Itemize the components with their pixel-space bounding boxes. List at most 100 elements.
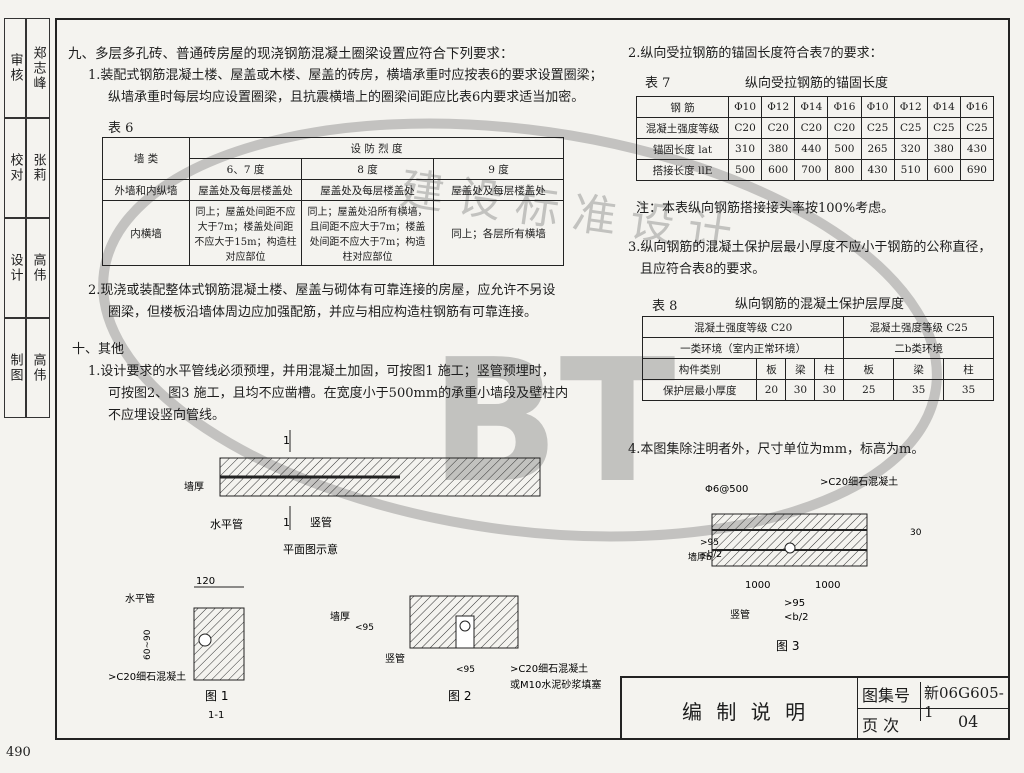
table6-header-wall: 墙 类 [102, 137, 190, 180]
fig1-sub: 1-1 [208, 710, 224, 721]
table8-title: 纵向钢筋的混凝土保护层厚度 [735, 297, 905, 312]
table7-title: 纵向受拉钢筋的锚固长度 [745, 76, 889, 91]
page-label: 页 次 [862, 716, 900, 735]
fig3-vertical-pipe: 竖管 [730, 608, 750, 621]
table7-cell: 690 [959, 159, 995, 181]
table6-cell: 屋盖处及每层楼盖处 [301, 179, 434, 201]
table7-header: Φ16 [959, 96, 995, 118]
table7-cell: 搭接长度 llE [636, 159, 729, 181]
atlas-value: 新06G605-1 [920, 682, 1008, 721]
stamp-name: 高伟 [26, 318, 50, 418]
stamp-label: 校对 [4, 118, 26, 218]
side-stamp: 审核 郑志峰 校对 张莉 设计 高伟 制图 高伟 [4, 18, 54, 418]
table6-cell: 同上；各层所有横墙 [433, 200, 564, 266]
table7-cell: 700 [794, 159, 829, 181]
page-value: 04 [958, 712, 979, 731]
table7-cell: 265 [860, 138, 895, 160]
fig3-dim-b2: <b/2 [784, 612, 808, 623]
figure-2: <95 墙厚 竖管 <95 >C20细石混凝土 或M10水泥砂浆填塞 图 2 [330, 595, 601, 703]
section-mark: 1 [283, 434, 290, 447]
fig1-dim-120: 120 [196, 576, 215, 587]
section9-item2-line1: 2.现浇或装配整体式钢筋混凝土楼、屋盖与砌体有可靠连接的房屋，应允许不另设 [88, 283, 556, 298]
table7-header: Φ14 [794, 96, 829, 118]
table7-cell: C25 [860, 117, 895, 139]
fig3-dim-30: 30 [910, 528, 922, 538]
section9-item2-line2: 圈梁，但楼板沿墙体周边应加强配筋，并应与相应构造柱钢筋有可靠连接。 [108, 305, 538, 320]
table7-note: 注：本表纵向钢筋搭接接头率按100%考虑。 [636, 201, 895, 216]
table6-cell: 屋盖处及每层楼盖处 [433, 179, 564, 201]
fig3-wall: 墙厚b [688, 551, 712, 563]
table8-right-grade: 混凝土强度等级 C25 [843, 316, 994, 338]
stamp-name: 郑志峰 [26, 18, 50, 118]
table6-cell: 同上；屋盖处间距不应大于7m；楼盖处间距不应大于15m；构造柱对应部位 [189, 200, 302, 266]
page-number: 490 [6, 745, 31, 760]
stamp-name: 张莉 [26, 118, 50, 218]
figure-1: 120 水平管 60~90 >C20细石混凝土 图 1 1-1 [108, 576, 245, 721]
table8-left-grade: 混凝土强度等级 C20 [641, 316, 845, 338]
fig1-horizontal-pipe: 水平管 [125, 592, 155, 605]
fig3-caption: 图 3 [776, 639, 799, 653]
table6-row2-label: 内横墙 [102, 200, 190, 266]
fig3-dim-1000a: 1000 [745, 580, 770, 591]
table7-caption: 表 7 [645, 76, 671, 91]
table7-cell: 320 [893, 138, 928, 160]
table8-cover: 25 [843, 379, 895, 401]
right-item3-line2: 且应符合表8的要求。 [640, 262, 766, 277]
table7-cell: 600 [926, 159, 961, 181]
fig2-dim-b: <95 [456, 665, 475, 675]
figure-3: Φ6@500 >C20细石混凝土 墙厚b 30 1000 1000 >95 <b… [688, 475, 922, 653]
plan-caption: 平面图示意 [283, 542, 338, 556]
table6-cell: 屋盖处及每层楼盖处 [189, 179, 302, 201]
fig1-concrete: >C20细石混凝土 [108, 670, 186, 683]
right-item2: 2.纵向受拉钢筋的锚固长度符合表7的要求： [628, 46, 883, 61]
fig2-concrete: >C20细石混凝土 [510, 662, 588, 675]
table7-cell: 380 [926, 138, 961, 160]
table7-header: 钢 筋 [636, 96, 729, 118]
table7-cell: C25 [959, 117, 995, 139]
table7-cell: 510 [893, 159, 928, 181]
table7: 钢 筋 Φ10 Φ12 Φ14 Φ16 Φ10 Φ12 Φ14 Φ16 混凝土强… [636, 96, 995, 181]
table8-cover: 35 [943, 379, 994, 401]
fig1-caption: 图 1 [205, 689, 228, 703]
table6-caption: 表 6 [108, 121, 134, 136]
fig2-concrete2: 或M10水泥砂浆填塞 [510, 678, 601, 691]
fig2-vertical-pipe: 竖管 [385, 652, 405, 665]
right-item4: 4.本图集除注明者外，尺寸单位为mm，标高为m。 [628, 442, 925, 457]
horizontal-pipe-label: 水平管 [210, 517, 243, 531]
stamp-label: 制图 [4, 318, 26, 418]
right-item3-line1: 3.纵向钢筋的混凝土保护层最小厚度不应小于钢筋的公称直径， [628, 240, 992, 255]
stamp-label: 审核 [4, 18, 26, 118]
section9-item1-line1: 1.装配式钢筋混凝土楼、屋盖或木楼、屋盖的砖房，横墙承重时应按表6的要求设置圈梁… [88, 68, 603, 83]
drawing-frame [55, 18, 1010, 740]
fig3-dim-1000b: 1000 [815, 580, 840, 591]
table7-header: Φ12 [761, 96, 796, 118]
plan-view: 1 1 水平管 竖管 墙厚 平面图示意 [184, 430, 541, 556]
section10-item1-line1: 1.设计要求的水平管线必须预埋，并用混凝土加固，可按图1 施工；竖管预埋时， [88, 364, 555, 379]
table8-members-label: 构件类别 [641, 358, 758, 380]
title-block-title: 编 制 说 明 [682, 700, 810, 724]
fig3-rebar: Φ6@500 [705, 484, 748, 495]
table7-cell: 310 [727, 138, 763, 160]
fig2-caption: 图 2 [448, 689, 471, 703]
atlas-label: 图集号 [862, 686, 911, 705]
table7-cell: 800 [827, 159, 862, 181]
section10-item1-line2: 可按图2、图3 施工，且均不应凿槽。在宽度小于500mm的承重小墙段及壁柱内 [108, 386, 569, 401]
fig1-dim-60-90: 60~90 [143, 629, 153, 660]
table8-cover: 35 [893, 379, 945, 401]
table6: 墙 类 设 防 烈 度 6、7 度 8 度 9 度 外墙和内纵墙 屋盖处及每层楼… [102, 137, 564, 266]
table8-caption: 表 8 [652, 299, 678, 314]
stamp-name: 高伟 [26, 218, 50, 318]
section-mark: 1 [283, 516, 290, 529]
section9-heading: 九、多层多孔砖、普通砖房屋的现浇钢筋混凝土圈梁设置应符合下列要求： [68, 46, 514, 62]
stamp-label: 设计 [4, 218, 26, 318]
fig2-wall-thickness: 墙厚 [330, 610, 350, 623]
table8-cover-label: 保护层最小厚度 [641, 379, 758, 401]
wall-thickness-label: 墙厚 [184, 480, 204, 493]
table8: 混凝土强度等级 C20 混凝土强度等级 C25 一类环境（室内正常环境） 二b类… [641, 316, 994, 401]
section9-item1-line2: 纵墙承重时每层均应设置圈梁，且抗震横墙上的圈梁间距应比表6内要求适当加密。 [108, 90, 585, 105]
fig3-side-95: >95 [700, 538, 719, 548]
table8-cover: 30 [785, 379, 816, 401]
section10-heading: 十、其他 [72, 342, 125, 357]
fig2-dim: <95 [355, 623, 374, 633]
